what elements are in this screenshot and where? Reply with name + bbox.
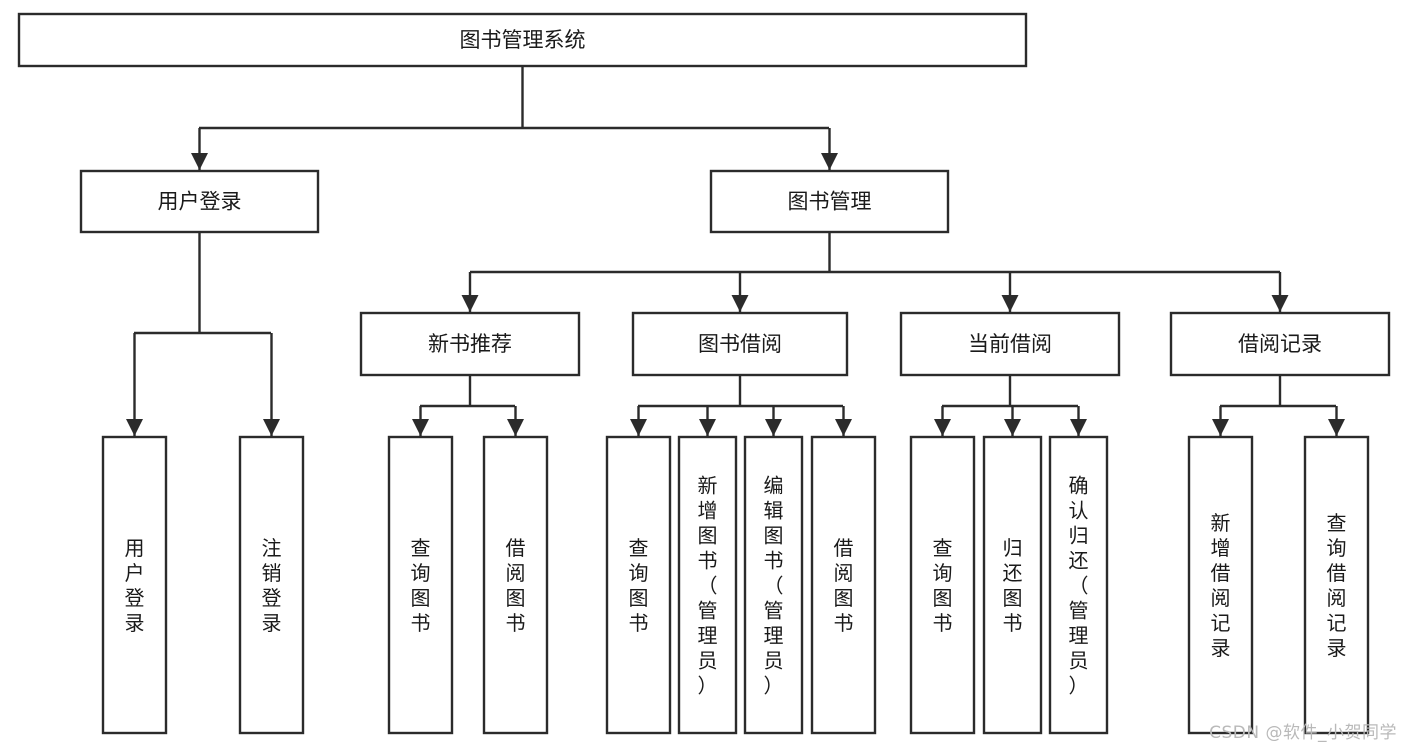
node-root[interactable]: 图书管理系统 [17, 12, 1028, 68]
node-box-l4 [482, 435, 549, 735]
arrow-head-icon-bookmgmt [821, 153, 838, 170]
node-box-borrow [631, 311, 849, 377]
node-label-l2: 注销登录 [262, 536, 282, 635]
node-borrow[interactable]: 图书借阅 [631, 311, 849, 377]
node-l1[interactable]: 用户登录 [101, 435, 168, 735]
node-box-records [1169, 311, 1391, 377]
node-l13[interactable]: 查询借阅记录 [1303, 435, 1370, 735]
node-label-l6: 新增图书（管理员） [698, 474, 718, 698]
node-l4[interactable]: 借阅图书 [482, 435, 549, 735]
node-label-l4: 借阅图书 [506, 536, 526, 635]
node-box-l7 [743, 435, 804, 735]
watermark-label: CSDN @软件_小贺同学 [1209, 723, 1397, 743]
node-l9[interactable]: 查询图书 [909, 435, 976, 735]
node-box-l10 [982, 435, 1043, 735]
arrow-head-icon-l8 [835, 419, 852, 436]
node-label-l9: 查询图书 [933, 536, 953, 635]
node-box-l13 [1303, 435, 1370, 735]
arrow-head-icon-l4 [507, 419, 524, 436]
arrow-head-icon-current [1001, 295, 1019, 312]
arrow-head-icon-login [191, 153, 208, 170]
arrow-head-icon-l11 [1070, 419, 1087, 436]
node-bookmgmt[interactable]: 图书管理 [709, 169, 950, 234]
node-box-l3 [387, 435, 454, 735]
node-label-bookmgmt: 图书管理 [788, 190, 872, 214]
node-newbook[interactable]: 新书推荐 [359, 311, 581, 377]
node-label-current: 当前借阅 [968, 332, 1052, 356]
node-layer: 图书管理系统用户登录图书管理新书推荐图书借阅当前借阅借阅记录用户登录注销登录查询… [17, 12, 1391, 735]
node-label-l12: 新增借阅记录 [1211, 511, 1231, 660]
node-records[interactable]: 借阅记录 [1169, 311, 1391, 377]
node-box-newbook [359, 311, 581, 377]
node-login[interactable]: 用户登录 [79, 169, 320, 234]
arrow-head-icon-l12 [1212, 419, 1229, 436]
arrow-head-icon-l2 [263, 419, 280, 436]
node-l5[interactable]: 查询图书 [605, 435, 672, 735]
node-box-l5 [605, 435, 672, 735]
node-label-borrow: 图书借阅 [698, 332, 782, 356]
arrow-head-icon-l6 [699, 419, 716, 436]
node-box-l12 [1187, 435, 1254, 735]
node-l10[interactable]: 归还图书 [982, 435, 1043, 735]
node-box-l6 [677, 435, 738, 735]
node-l12[interactable]: 新增借阅记录 [1187, 435, 1254, 735]
node-label-l11: 确认归还（管理员） [1069, 474, 1089, 698]
node-label-l3: 查询图书 [411, 536, 431, 635]
node-current[interactable]: 当前借阅 [899, 311, 1121, 377]
node-label-l8: 借阅图书 [834, 536, 854, 635]
node-box-l1 [101, 435, 168, 735]
node-label-l5: 查询图书 [629, 536, 649, 635]
node-label-l7: 编辑图书（管理员） [764, 474, 784, 698]
arrow-head-icon-records [1271, 295, 1289, 312]
node-l11[interactable]: 确认归还（管理员） [1048, 435, 1109, 735]
arrow-head-icon-l9 [934, 419, 951, 436]
node-l3[interactable]: 查询图书 [387, 435, 454, 735]
arrow-head-icon-l7 [765, 419, 782, 436]
node-box-l9 [909, 435, 976, 735]
arrow-head-icon-l13 [1328, 419, 1345, 436]
node-label-l1: 用户登录 [125, 536, 145, 635]
node-box-login [79, 169, 320, 234]
connector-layer [126, 66, 1345, 436]
arrow-head-icon-l5 [630, 419, 647, 436]
node-label-l10: 归还图书 [1003, 536, 1023, 635]
node-box-bookmgmt [709, 169, 950, 234]
node-box-l2 [238, 435, 305, 735]
arrow-head-icon-l10 [1004, 419, 1021, 436]
node-l8[interactable]: 借阅图书 [810, 435, 877, 735]
node-box-l11 [1048, 435, 1109, 735]
arrow-head-icon-borrow [731, 295, 749, 312]
node-label-root: 图书管理系统 [460, 28, 586, 52]
node-l2[interactable]: 注销登录 [238, 435, 305, 735]
node-label-records: 借阅记录 [1238, 332, 1322, 356]
node-label-l13: 查询借阅记录 [1327, 511, 1347, 660]
node-label-newbook: 新书推荐 [428, 332, 512, 356]
arrow-head-icon-newbook [461, 295, 479, 312]
node-box-current [899, 311, 1121, 377]
node-l7[interactable]: 编辑图书（管理员） [743, 435, 804, 735]
arrow-head-icon-l3 [412, 419, 429, 436]
node-box-root [17, 12, 1028, 68]
node-label-login: 用户登录 [158, 190, 242, 214]
arrow-head-icon-l1 [126, 419, 143, 436]
node-l6[interactable]: 新增图书（管理员） [677, 435, 738, 735]
node-box-l8 [810, 435, 877, 735]
